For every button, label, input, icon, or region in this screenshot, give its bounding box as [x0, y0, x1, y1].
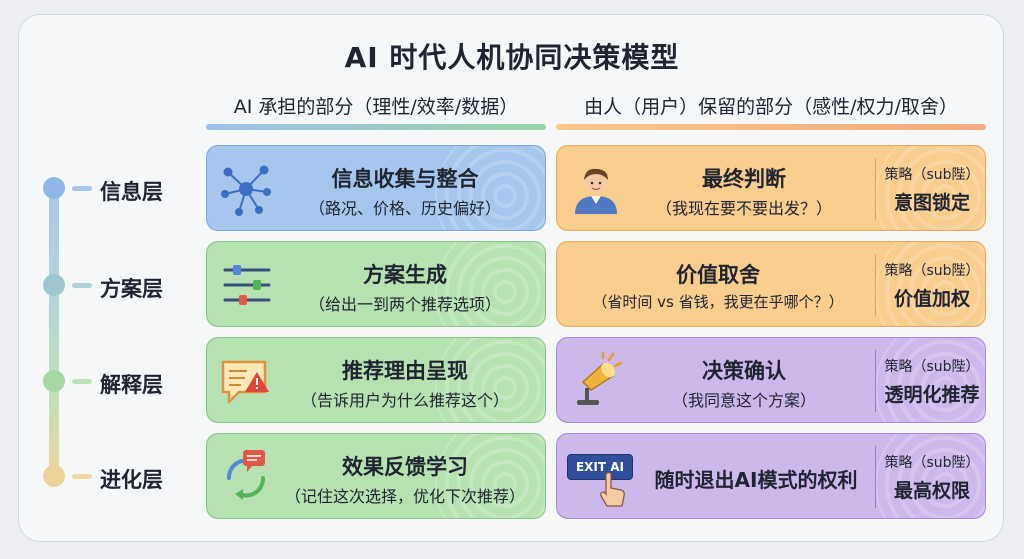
human-card-subtitle: （我现在要不要出发？） [655, 199, 832, 218]
strategy-label: 策略（sub陛） [884, 263, 980, 279]
human-column-bar [556, 124, 986, 130]
human-card-evolve: EXIT AI 随时退出AI模式的权利 策略（sub陛） 最高权限 [556, 433, 986, 519]
human-card-title: 最终判断 [702, 167, 786, 191]
timeline-dot-explain [43, 370, 65, 392]
person-icon [575, 168, 617, 214]
strategy-divider [875, 350, 876, 412]
strategy-divider [875, 158, 876, 220]
human-card-title: 决策确认 [702, 359, 786, 383]
strategy-value: 透明化推荐 [884, 384, 980, 406]
ai-card-info: 信息收集与整合 （路况、价格、历史偏好） [206, 145, 546, 231]
human-card-title: 价值取舍 [676, 263, 760, 287]
ai-card-explain: 推荐理由呈现 （告诉用户为什么推荐这个） [206, 337, 546, 423]
timeline-dash-info [72, 186, 92, 191]
layer-label-evolve: 进化层 [100, 468, 163, 492]
strategy-value: 最高权限 [893, 480, 970, 502]
ai-column-bar [206, 124, 546, 130]
layer-label-plan: 方案层 [100, 277, 163, 301]
strategy-value: 价值加权 [893, 288, 970, 310]
strategy-divider [875, 254, 876, 316]
layer-label-explain: 解释层 [100, 373, 163, 397]
exit-ai-label: EXIT AI [567, 454, 633, 480]
ai-card-subtitle: （告诉用户为什么推荐这个） [300, 391, 509, 410]
ai-card-subtitle: （记住这次选择，优化下次推荐） [284, 487, 525, 506]
layer-label-info: 信息层 [100, 180, 163, 204]
ai-card-subtitle: （给出一到两个推荐选项） [308, 295, 501, 314]
timeline-line [49, 186, 59, 476]
human-card-subtitle: （省时间 vs 省钱，我更在乎哪个？） [592, 293, 844, 311]
timeline-dot-info [43, 177, 65, 199]
timeline-dot-plan [43, 274, 65, 296]
exit-ai-button-icon: EXIT AI [567, 454, 637, 510]
ai-column-header: AI 承担的部分（理性/效率/数据） [233, 96, 519, 118]
human-card-explain: 决策确认 （我同意这个方案） 策略（sub陛） 透明化推荐 [556, 337, 986, 423]
ai-card-title: 信息收集与整合 [331, 167, 479, 191]
strategy-label: 策略（sub陛） [884, 167, 980, 183]
timeline-dot-evolve [43, 465, 65, 487]
ai-card-evolve: 效果反馈学习 （记住这次选择，优化下次推荐） [206, 433, 546, 519]
feedback-loop-icon [226, 450, 266, 500]
strategy-label: 策略（sub陛） [884, 455, 980, 471]
sliders-icon [223, 265, 271, 305]
timeline-dash-explain [72, 379, 92, 384]
ai-card-plan: 方案生成 （给出一到两个推荐选项） [206, 241, 546, 327]
ai-card-title: 效果反馈学习 [342, 455, 468, 479]
network-icon [221, 165, 271, 216]
strategy-label: 策略（sub陛） [884, 359, 980, 375]
timeline-dash-plan [72, 283, 92, 288]
human-card-info: 最终判断 （我现在要不要出发？） 策略（sub陛） 意图锁定 [556, 145, 986, 231]
strategy-value: 意图锁定 [893, 192, 970, 214]
ai-card-subtitle: （路况、价格、历史偏好） [308, 199, 501, 218]
human-card-plan: 价值取舍 （省时间 vs 省钱，我更在乎哪个？） 策略（sub陛） 价值加权 [556, 241, 986, 327]
spotlight-icon [577, 352, 623, 405]
warning-message-icon [221, 360, 269, 404]
strategy-divider [875, 446, 876, 508]
human-card-title: 随时退出AI模式的权利 [654, 468, 858, 492]
ai-card-title: 推荐理由呈现 [342, 359, 468, 383]
human-column-header: 由人（用户）保留的部分（感性/权力/取舍） [584, 96, 958, 118]
human-card-subtitle: （我同意这个方案） [671, 391, 816, 410]
timeline-dash-evolve [72, 474, 92, 479]
pointer-hand-icon [600, 471, 625, 507]
diagram-title: AI 时代人机协同决策模型 [344, 41, 680, 74]
ai-card-title: 方案生成 [363, 263, 447, 287]
